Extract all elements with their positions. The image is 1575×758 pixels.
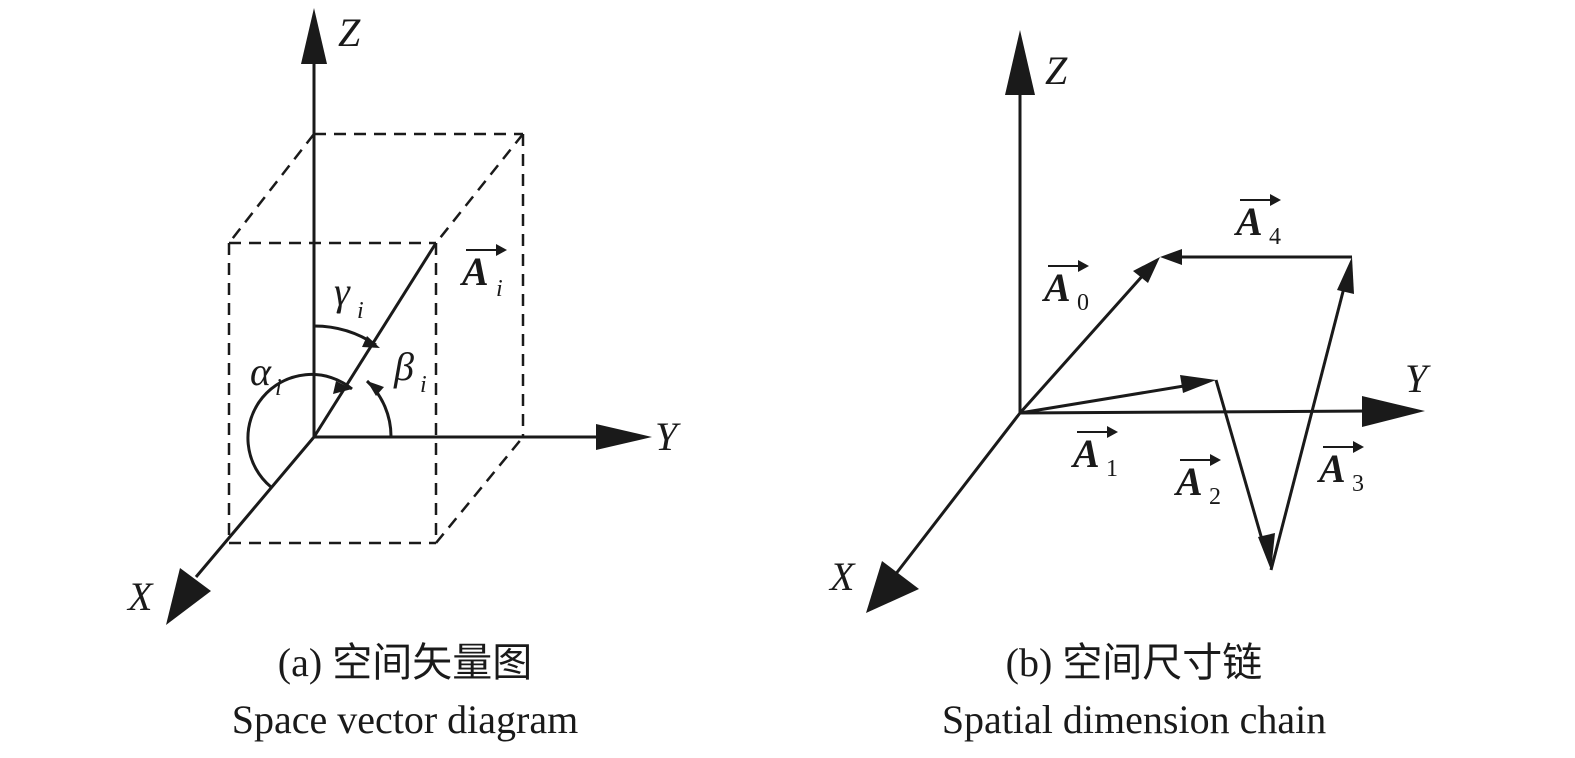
svg-text:A: A <box>459 249 489 294</box>
panel-b-z-axis <box>1005 30 1035 413</box>
svg-text:1: 1 <box>1106 456 1118 482</box>
svg-text:i: i <box>357 298 364 324</box>
panel-a-y-axis <box>314 424 652 450</box>
panel-b-vector-a4-label: A 4 <box>1233 194 1281 250</box>
svg-text:A: A <box>1041 265 1071 310</box>
svg-text:A: A <box>1233 199 1263 244</box>
panel-a-caption-cn: (a) 空间矢量图 <box>278 640 532 685</box>
panel-a-caption-en: Space vector diagram <box>232 697 579 742</box>
panel-a-gamma-label: γ i <box>334 269 364 324</box>
panel-b-vector-a2-label: A 2 <box>1173 454 1221 510</box>
panel-a-alpha-label: α i <box>250 349 282 401</box>
svg-text:i: i <box>275 375 282 401</box>
panel-a-dashed-box <box>227 132 525 545</box>
panel-b-vector-a2 <box>1214 379 1275 570</box>
svg-text:0: 0 <box>1077 290 1089 316</box>
panel-a-vector-ai-label: A i <box>459 244 507 302</box>
svg-text:β: β <box>393 344 414 389</box>
svg-text:α: α <box>250 349 272 394</box>
panel-b-x-axis-label: X <box>828 554 856 599</box>
panel-b-vector-a4 <box>1160 249 1352 265</box>
panel-a-vector-ai <box>312 242 438 438</box>
panel-a-z-axis <box>301 8 327 437</box>
panel-a-x-axis-label: X <box>126 574 154 619</box>
panel-b-z-axis-label: Z <box>1045 48 1068 93</box>
panel-a-x-axis <box>166 436 316 625</box>
panel-b-vector-a0 <box>1018 257 1160 414</box>
svg-text:i: i <box>496 276 503 302</box>
panel-b-caption-en: Spatial dimension chain <box>942 697 1326 742</box>
panel-a-beta-label: β i <box>393 344 427 398</box>
svg-text:A: A <box>1070 431 1100 476</box>
panel-a-z-axis-label: Z <box>338 10 361 55</box>
svg-text:A: A <box>1316 446 1346 491</box>
panel-a-space-vector-diagram: Z Y X <box>126 8 681 742</box>
svg-text:3: 3 <box>1352 471 1364 497</box>
panel-b-vector-a1-label: A 1 <box>1070 426 1118 482</box>
panel-a-alpha-arc <box>246 372 353 489</box>
svg-text:γ: γ <box>334 269 351 314</box>
panel-b-vector-a3-label: A 3 <box>1316 441 1364 497</box>
panel-b-caption-cn: (b) 空间尺寸链 <box>1006 640 1263 685</box>
svg-text:A: A <box>1173 459 1203 504</box>
panel-b-vector-a3 <box>1269 257 1354 571</box>
svg-text:2: 2 <box>1209 484 1221 510</box>
panel-a-gamma-arc <box>313 324 380 348</box>
panel-b-spatial-dimension-chain: Z Y X <box>828 30 1431 742</box>
panel-b-vector-a1 <box>1019 375 1216 415</box>
panel-a-beta-arc <box>365 379 393 438</box>
panel-a-y-axis-label: Y <box>655 414 681 459</box>
svg-text:4: 4 <box>1269 224 1281 250</box>
panel-b-vector-a0-label: A 0 <box>1041 260 1089 316</box>
panel-b-y-axis-label: Y <box>1405 356 1431 401</box>
svg-text:i: i <box>420 372 427 398</box>
panel-b-x-axis <box>866 412 1022 613</box>
